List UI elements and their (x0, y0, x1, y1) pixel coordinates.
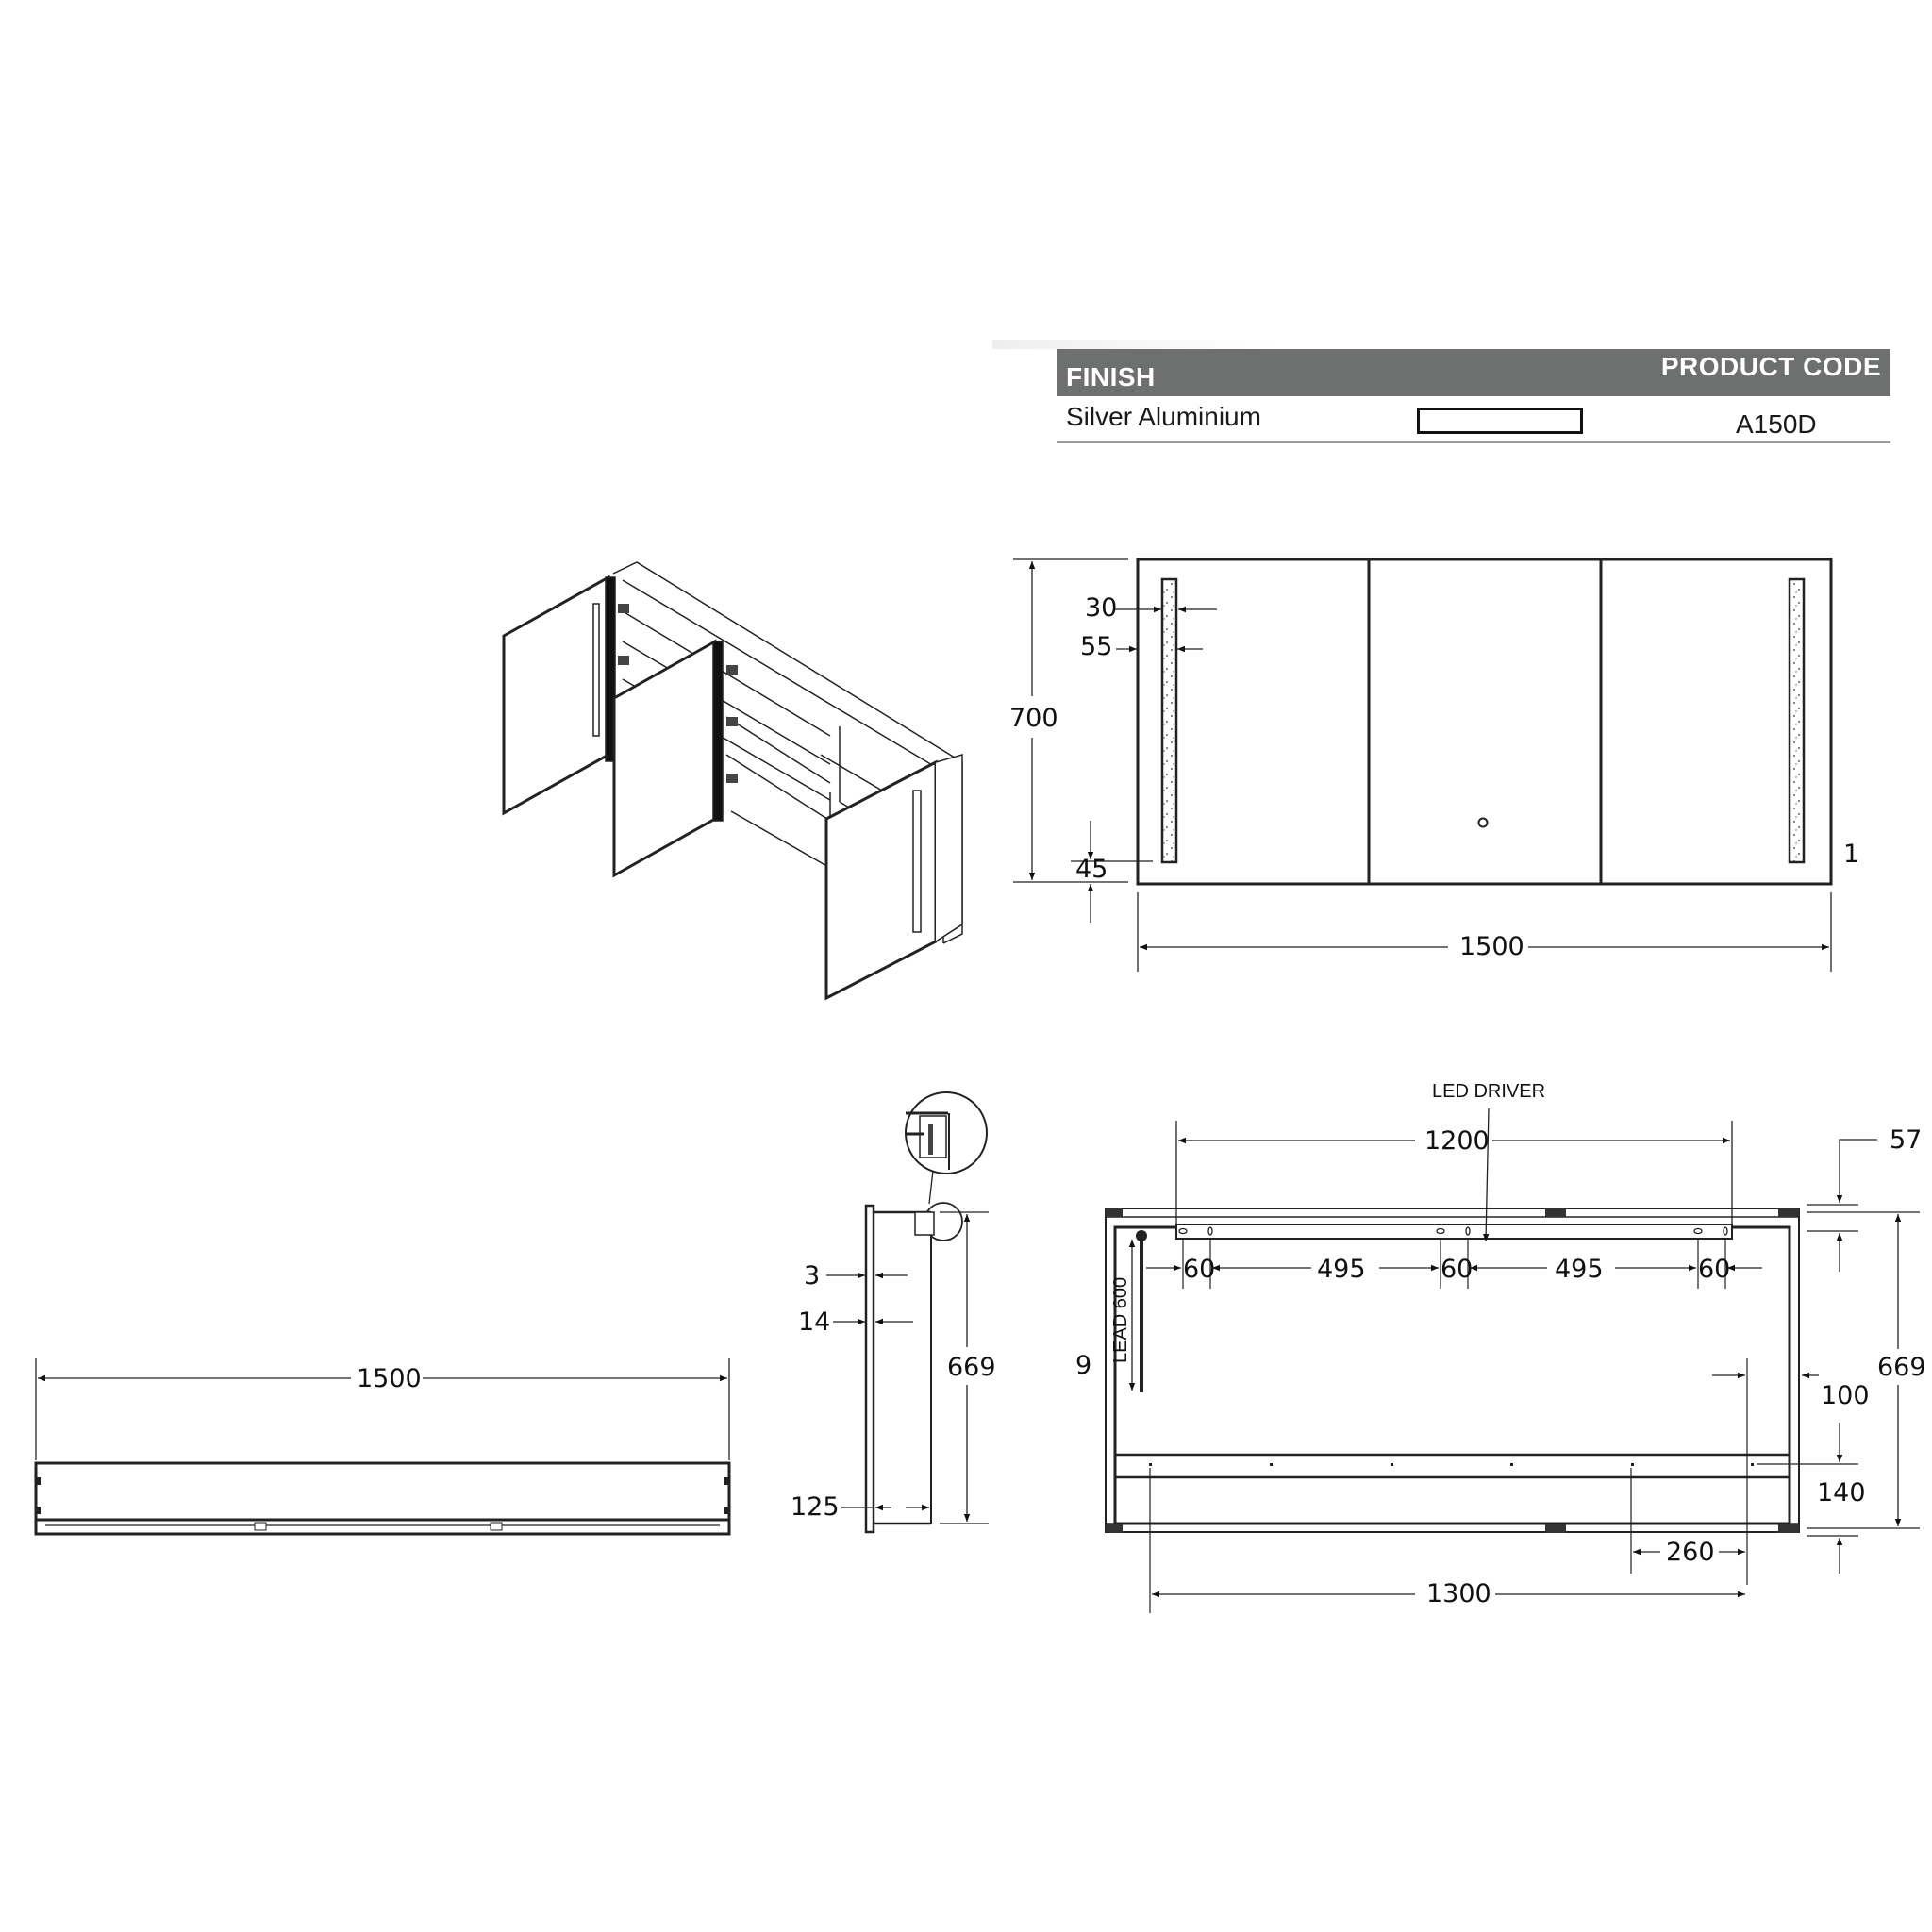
dim-width-1500-top: 1500 (357, 1364, 422, 1393)
dim-hole-span-1300: 1300 (1426, 1579, 1491, 1608)
front-elevation: 700 30 55 45 1500 1 (1009, 558, 1859, 972)
dim-door-14: 14 (798, 1307, 830, 1337)
product-code-column-header: PRODUCT CODE (1660, 352, 1881, 381)
dim-hole-spacing-260: 260 (1666, 1538, 1715, 1567)
dim-marker-9: 9 (1075, 1351, 1091, 1380)
dim-glass-3: 3 (804, 1261, 820, 1291)
finish-row: Silver Aluminium A150D (1057, 396, 1890, 443)
finish-name: Silver Aluminium (1066, 402, 1261, 431)
finish-table: FINISH PRODUCT CODE Silver Aluminium A15… (1057, 349, 1890, 443)
dim-slot-60-c: 60 (1698, 1255, 1730, 1284)
dim-led-inset-55: 55 (1080, 632, 1112, 661)
sensor-switch (1477, 817, 1489, 828)
lead-label: LEAD 600 (1110, 1277, 1131, 1363)
dim-led-bottom-45: 45 (1075, 855, 1108, 884)
header-fade (992, 340, 1275, 349)
finish-swatch (1417, 408, 1583, 434)
dim-led-width-30: 30 (1085, 593, 1117, 623)
dim-top-offset-57: 57 (1890, 1125, 1922, 1155)
finish-table-header: FINISH PRODUCT CODE (1057, 349, 1890, 396)
dim-gap-495-a: 495 (1317, 1255, 1366, 1284)
led-strip-left (1160, 577, 1178, 864)
side-section-view: 3 14 125 669 (791, 1091, 996, 1534)
dim-rail-140: 140 (1817, 1478, 1866, 1507)
led-driver-label: LED DRIVER (1432, 1081, 1545, 1102)
dim-inset-100: 100 (1821, 1381, 1870, 1410)
dim-height-669-rear: 669 (1877, 1353, 1926, 1382)
product-code: A150D (1736, 409, 1817, 439)
dim-slot-60-a: 60 (1183, 1255, 1215, 1284)
led-strip-right (1788, 577, 1806, 864)
dim-bracket-1200: 1200 (1424, 1126, 1490, 1156)
rear-elevation: LEAD 600 9 LED DRIVER 1200 (1075, 1081, 1926, 1613)
dim-height-669-side: 669 (947, 1353, 996, 1382)
dim-height-700: 700 (1009, 704, 1058, 733)
isometric-view (502, 561, 963, 1001)
top-view: 1500 (34, 1358, 731, 1536)
dim-width-1500-front: 1500 (1459, 932, 1524, 961)
cabinet-outline (1136, 558, 1833, 886)
section-marker: 1 (1843, 840, 1859, 869)
dim-gap-495-b: 495 (1555, 1255, 1604, 1284)
finish-column-header: FINISH (1066, 362, 1156, 391)
dim-slot-60-b: 60 (1441, 1255, 1473, 1284)
dim-depth-125: 125 (791, 1492, 840, 1522)
